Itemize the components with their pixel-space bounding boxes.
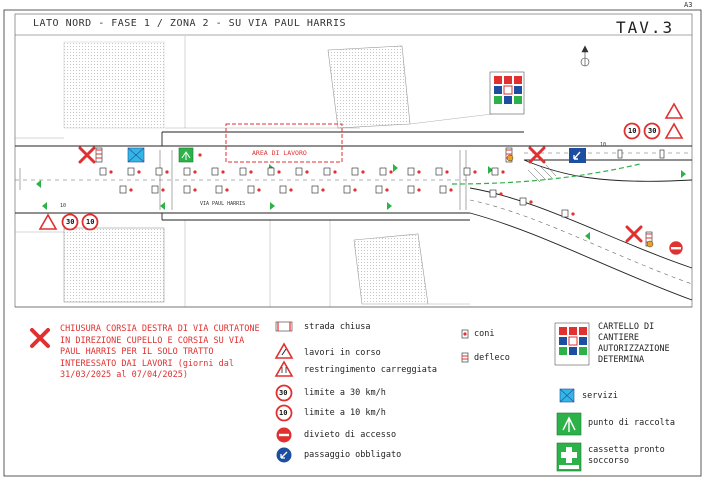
- legend-icon-raccolta: [556, 412, 582, 436]
- cadastral-lines: [15, 36, 526, 307]
- closure-x-marks: [78, 146, 643, 243]
- speed-sign-10-left: 10: [86, 217, 95, 226]
- traffic-island: [527, 164, 557, 183]
- legend-coni: coni: [474, 329, 495, 339]
- detour-arrow: [451, 163, 641, 185]
- legend-sign-10: 10: [279, 408, 288, 417]
- building-south: [353, 233, 429, 305]
- legend-servizi: servizi: [582, 391, 618, 401]
- direction-arrows: [36, 164, 686, 240]
- legend-cartello: CARTELLO DI CANTIERE AUTORIZZAZIONE DETE…: [598, 322, 670, 365]
- legend-sign-30: 30: [279, 388, 288, 397]
- legend-icon-strada-chiusa: [275, 321, 293, 332]
- legend-icon-lavori: [274, 342, 294, 359]
- sign-cluster-right: [489, 71, 684, 140]
- legend-defleco: defleco: [474, 353, 510, 363]
- legend-lavori: lavori in corso: [304, 348, 381, 358]
- mandatory-passage-marker: [569, 148, 586, 163]
- work-area-box: [225, 123, 343, 163]
- work-area-label: AREA DI LAVORO: [252, 149, 307, 157]
- legend-icon-cassetta: [556, 442, 582, 472]
- legend-icon-restringimento: [274, 360, 294, 377]
- legend-cassetta: cassetta pronto soccorso: [588, 445, 665, 466]
- sheet-number: A3: [684, 1, 693, 9]
- tav-label: TAV.3: [616, 18, 675, 37]
- closure-note: CHIUSURA CORSIA DESTRA DI VIA CURTATONE …: [60, 324, 260, 380]
- legend-icon-limite10: [275, 404, 293, 422]
- cone-dots-upper: [109, 170, 505, 174]
- road-edges: [15, 131, 693, 301]
- outer-frame: [3, 9, 702, 477]
- legend-icon-servizi: [559, 388, 575, 403]
- legend-closure-x-icon: [30, 328, 50, 348]
- dim-label-left: 10: [60, 203, 67, 209]
- building-north: [327, 45, 411, 129]
- lamp-posts: [506, 154, 654, 248]
- legend-icon-passaggio: [276, 447, 292, 463]
- no-entry-marker: [668, 240, 684, 256]
- assembly-marker: [178, 147, 202, 163]
- cone-row-upper: [99, 167, 499, 176]
- speed-sign-30-right: 30: [648, 126, 657, 135]
- legend-raccolta: punto di raccolta: [588, 418, 675, 428]
- legend-limite30: limite a 30 km/h: [304, 388, 386, 398]
- street-label: VIA PAUL HARRIS: [200, 201, 246, 207]
- crosswalk-lines: [19, 150, 467, 210]
- building-northwest: [63, 41, 165, 129]
- cone-row-lower: [119, 185, 569, 218]
- legend-icon-limite30: [275, 384, 293, 402]
- dim-label-right: 10: [600, 142, 607, 148]
- legend-passaggio: passaggio obbligato: [304, 450, 402, 460]
- legend-divieto: divieto di accesso: [304, 430, 397, 440]
- speed-sign-30-left: 30: [66, 217, 75, 226]
- legend-icon-coni: [461, 329, 469, 339]
- legend-limite10: limite a 10 km/h: [304, 408, 386, 418]
- legend-icon-divieto: [276, 427, 292, 443]
- speed-sign-10-right: 10: [628, 126, 637, 135]
- building-southwest: [63, 227, 165, 303]
- north-arrow-icon: [580, 45, 590, 67]
- sign-cluster-left: [38, 213, 99, 231]
- legend-restringimento: restringimento carreggiata: [304, 365, 438, 375]
- services-marker: [127, 147, 145, 163]
- legend-icon-defleco: [461, 352, 469, 363]
- legend-strada-chiusa: strada chiusa: [304, 322, 371, 332]
- barrier-stripes: [96, 149, 652, 243]
- cone-dots-lower: [129, 188, 575, 216]
- legend-icon-cartello: [554, 322, 590, 366]
- drawing-title: LATO NORD - FASE 1 / ZONA 2 - SU VIA PAU…: [33, 18, 346, 29]
